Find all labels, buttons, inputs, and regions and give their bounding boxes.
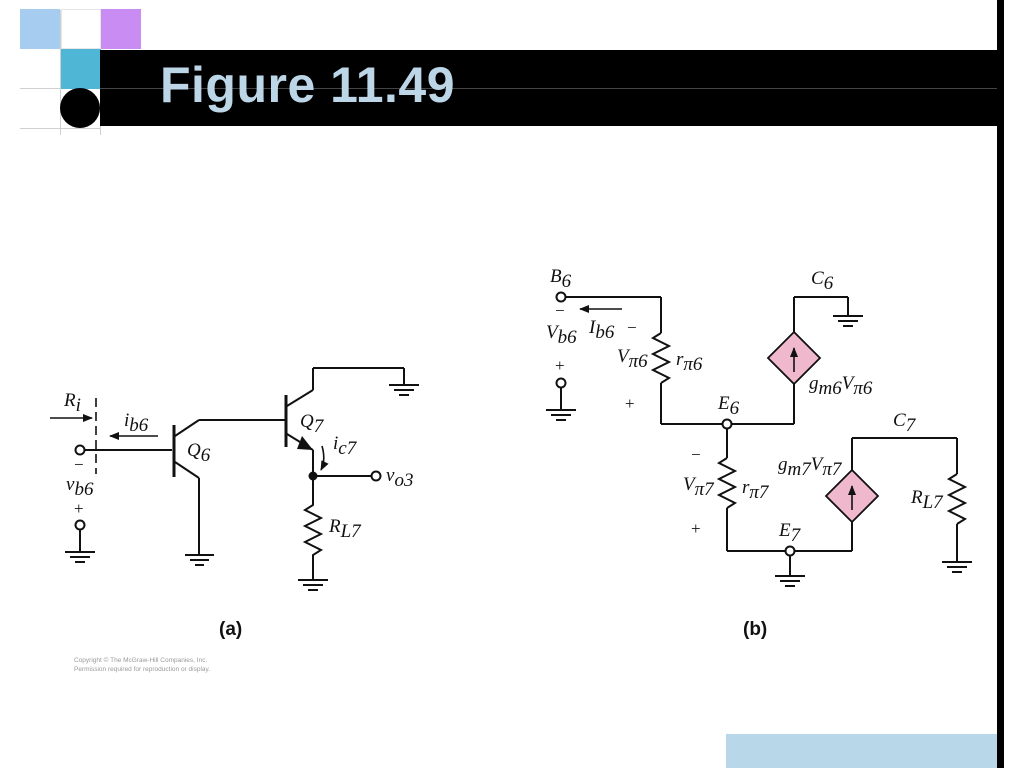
q6-transistor [172,419,285,555]
bottom-accent-box [726,734,997,768]
rpi6-resistor [650,332,672,384]
caption-a: (a) [219,619,242,640]
label-q7: Q7 [300,411,325,437]
circuit-diagram: Ri ib6 Q6 Q7 ic7 vo3 RL7 − vb6 + (a) B6 … [50,266,972,640]
slide-right-edge [997,0,1004,768]
ic7-arrow [320,445,329,471]
label-vb6-b: Vb6 [546,322,577,348]
ground-e7 [775,575,805,587]
label-vo3: vo3 [386,465,413,491]
terminal-b6 [555,291,567,303]
label-c6: C6 [811,268,834,294]
label-plus-vpi6: + [625,394,635,413]
label-plus-vpi7: + [691,519,701,538]
label-c7: C7 [893,410,917,436]
label-gm6-vpi6: gm6Vπ6 [809,373,873,399]
label-plus-a: + [74,499,84,518]
copyright-line-2: Permission required for reproduction or … [74,666,211,673]
output-terminal-vo3 [370,470,382,482]
deco-circle [60,88,100,128]
label-minus-vpi6: − [627,318,637,337]
page-title: Figure 11.49 [160,57,456,113]
label-rl7-a: RL7 [328,516,362,542]
label-rl7-b: RL7 [910,487,944,513]
circuit-b [546,291,972,587]
label-e6: E6 [717,393,740,419]
node-e7 [784,545,796,557]
label-gm7-vpi7: gm7Vπ7 [778,454,843,480]
label-vpi6: Vπ6 [617,346,648,372]
node-e6 [721,418,733,430]
caption-b: (b) [743,619,767,640]
label-rpi6: rπ6 [676,349,703,375]
label-minus-a: − [74,455,84,474]
label-vpi7: Vπ7 [683,474,715,500]
q7-transistor [284,367,405,500]
label-b6: B6 [550,266,572,292]
label-minus-vpi7: − [691,445,701,464]
rl7-resistor-b [946,473,968,525]
input-terminal-a [74,444,86,456]
label-ib6-b: Ib6 [588,317,615,343]
ground-rl7-a [298,579,328,591]
rl7-resistor-a [302,500,324,580]
rpi7-resistor [716,457,738,509]
deco-square-purple [101,9,141,49]
deco-square-teal [61,49,101,89]
deco-square-white [61,9,101,49]
label-vb6-a: vb6 [66,474,94,500]
ground-input-b [546,409,576,421]
title-underline [100,88,1000,89]
deco-square-blue [20,9,60,49]
deco-grid-line [60,10,61,135]
label-e7: E7 [778,520,802,546]
input-terminal-a-plus [74,519,86,531]
label-plus-vb6: + [555,356,565,375]
ground-rl7-b [942,561,972,573]
label-q6: Q6 [187,440,211,466]
ground-input-a [65,551,95,563]
label-minus-b6: − [555,301,565,320]
ground-q6 [185,554,214,566]
copyright-line-1: Copyright © The McGraw-Hill Companies, I… [74,657,208,664]
label-rpi7: rπ7 [742,477,770,503]
terminal-vb6-plus [555,377,567,389]
ground-q7-collector [389,384,419,396]
circuit-a [50,367,419,591]
ground-c6 [833,315,863,327]
label-ib6-a: ib6 [124,410,149,436]
label-ri: Ri [63,390,81,416]
label-ic7: ic7 [333,433,358,459]
